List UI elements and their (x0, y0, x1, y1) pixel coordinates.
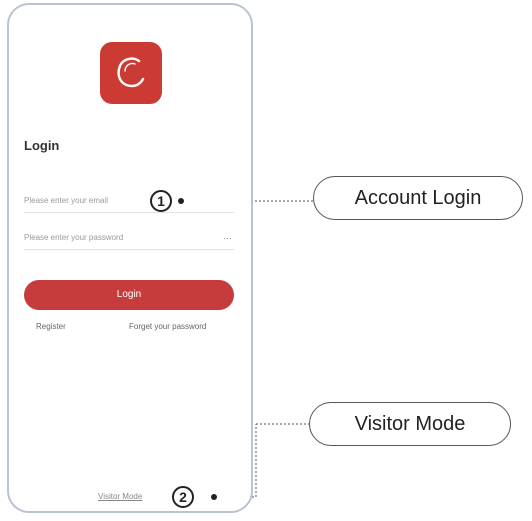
visitor-mode-link[interactable]: Visitor Mode (98, 492, 143, 501)
password-placeholder: Please enter your password (24, 233, 124, 242)
page-title: Login (24, 138, 60, 153)
forgot-password-link[interactable]: Forget your password (129, 322, 207, 331)
visitor-mode-callout: Visitor Mode (309, 402, 511, 446)
eye-icon[interactable]: ⋯ (223, 233, 232, 243)
connector-dot-1 (178, 198, 184, 204)
marker-2: 2 (172, 486, 194, 508)
register-link[interactable]: Register (36, 322, 66, 331)
connector-dot-2 (211, 494, 217, 500)
email-placeholder: Please enter your email (24, 196, 109, 205)
password-field[interactable]: Please enter your password ⋯ (24, 227, 234, 250)
account-login-callout: Account Login (313, 176, 523, 220)
account-login-label: Account Login (354, 186, 482, 209)
login-button[interactable]: Login (24, 280, 234, 310)
email-field[interactable]: Please enter your email (24, 190, 234, 213)
app-logo-icon (100, 42, 162, 104)
marker-1: 1 (150, 190, 172, 212)
visitor-mode-label: Visitor Mode (354, 412, 466, 435)
